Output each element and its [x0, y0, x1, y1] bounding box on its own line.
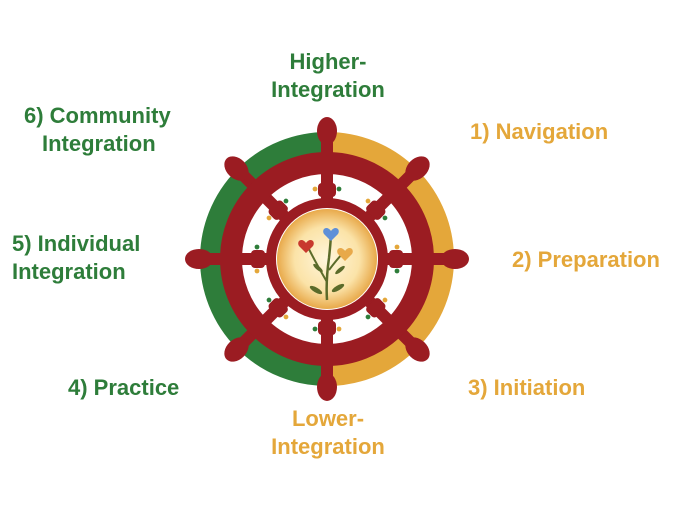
label-initiation: 3) Initiation: [468, 375, 586, 400]
hub-center: [277, 209, 377, 309]
label-community-integration: 6) Community Integration: [24, 103, 171, 156]
label-navigation: 1) Navigation: [470, 119, 609, 144]
label-preparation: 2) Preparation: [512, 247, 660, 272]
label-higher-integration: Higher- Integration: [271, 49, 385, 102]
label-practice: 4) Practice: [68, 375, 180, 400]
wheel-rim: [220, 152, 434, 366]
label-individual-integration: 5) Individual Integration: [12, 231, 141, 284]
inner-rim: [266, 198, 388, 320]
label-lower-integration: Lower- Integration: [271, 406, 385, 459]
flower-plant-icon: [298, 227, 353, 301]
